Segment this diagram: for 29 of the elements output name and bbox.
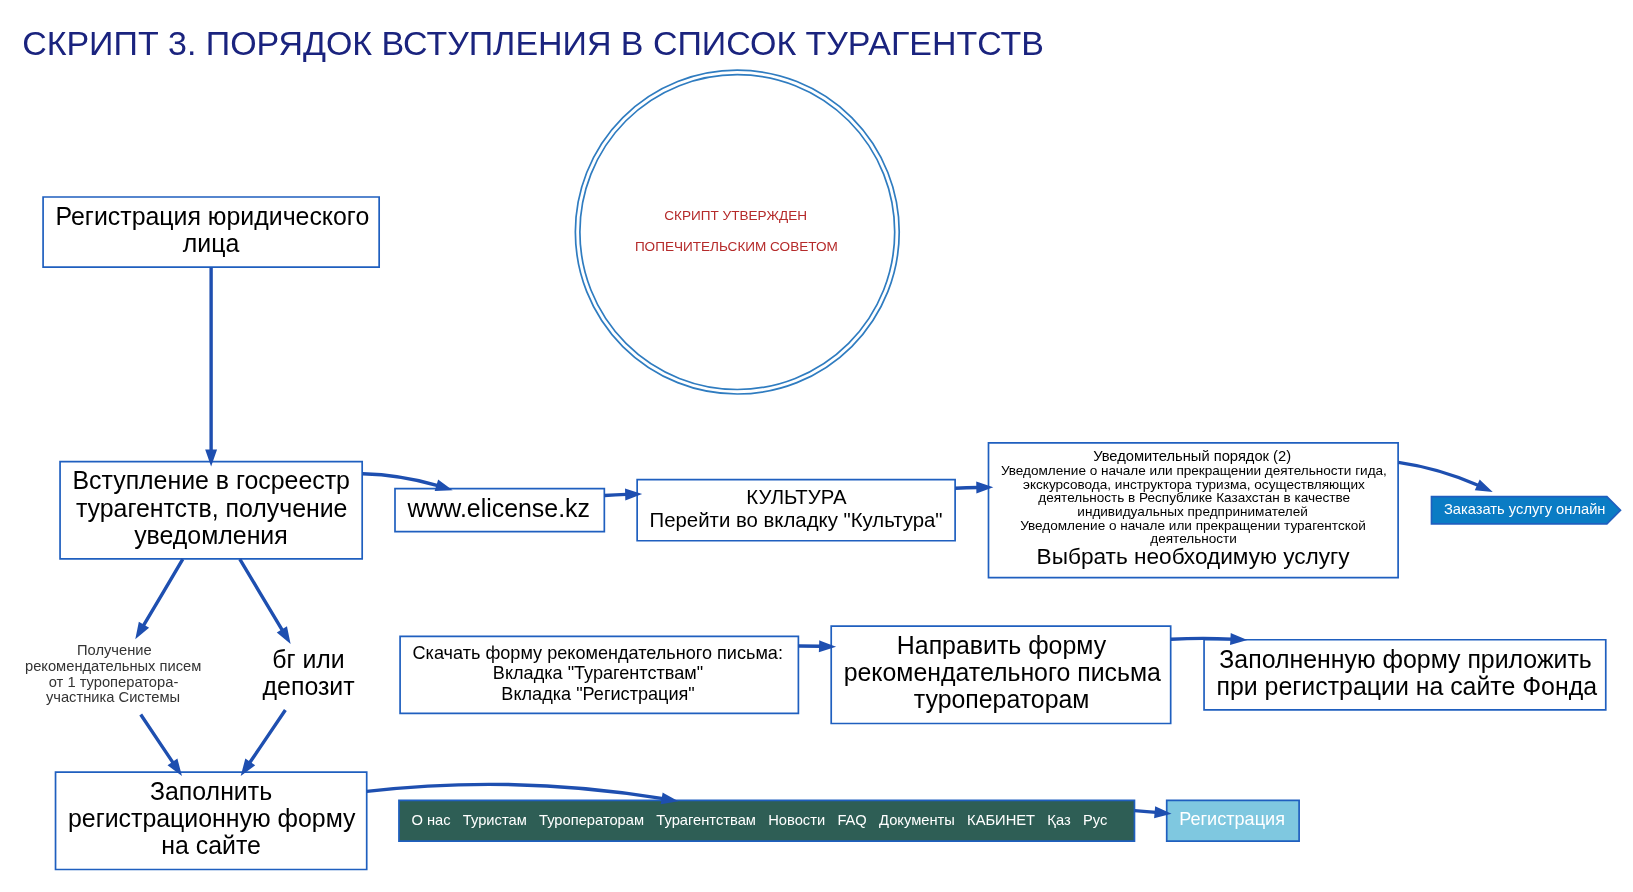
node-box: О нас Туристам Туроператорам Турагентствам Новости FAQ Документы КАБИНЕТ Қаз Рус [398, 799, 1136, 842]
label: ПОПЕЧИТЕЛЬСКИМ СОВЕТОМ [634, 238, 838, 254]
node-box: www.elicense.kz [394, 487, 606, 533]
node-box: Уведомительный порядок (2) Уведомление о начале или прекращении деятельности гида, экскурсовода, инструктора туризма, осуществляющих деятельность в Республике Казахстан в качестве индивидуальных предпринимателей Уведомление о начале или прекращении турагентской деятельности Выбрать необходимую услугу [987, 441, 1399, 578]
diagram-title: СКРИПТ 3. ПОРЯДОК ВСТУПЛЕНИЯ В СПИСОК ТУРАГЕНТСТВ [22, 23, 1044, 62]
node-box: Регистрация юридического лица [42, 195, 380, 268]
label: СКРИПТ УТВЕРЖДЕН [664, 207, 808, 223]
arrow [362, 471, 453, 491]
arrow [955, 481, 994, 493]
node-box: Направить форму рекомендательного письма туроператорам [830, 624, 1172, 724]
arrow [240, 708, 287, 776]
arrow [205, 267, 218, 466]
node-box: Заполненную форму приложить при регистрации на сайте Фонда [1203, 638, 1607, 711]
node-box: Заполнить регистрационную форму на сайте [54, 770, 368, 870]
node-box: КУЛЬТУРА Перейти во вкладку "Культура" [636, 478, 956, 542]
arrow [1134, 805, 1172, 818]
arrow [1398, 460, 1493, 492]
arrow [798, 639, 837, 652]
arrow [135, 557, 185, 639]
arrow [366, 782, 679, 804]
arrow [1170, 632, 1248, 645]
node-box: Регистрация [1165, 799, 1300, 842]
node-box: Вступление в госреестр турагентств, получение уведомления [59, 460, 364, 560]
node-box: Скачать форму рекомендательного письма: Вкладка "Турагентствам" Вкладка "Регистрация" [399, 635, 800, 714]
arrow [238, 557, 291, 644]
node-text: Получение рекомендательных писем от 1 туроператора-участника Системы [24, 641, 202, 705]
node-text: бг или депозит [262, 644, 355, 700]
arrow [604, 488, 643, 500]
arrow [139, 713, 182, 776]
